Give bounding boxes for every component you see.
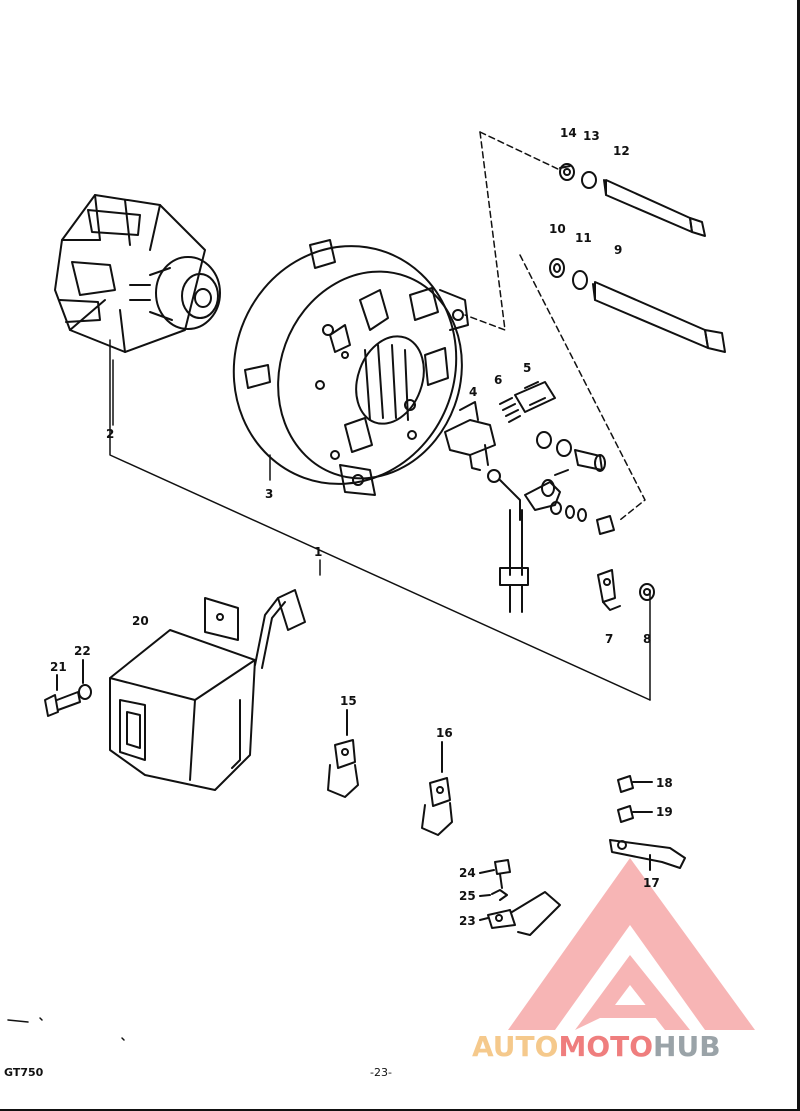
callout-6: 6 (494, 373, 503, 387)
regulator-part (109, 589, 306, 791)
callout-16: 16 (436, 726, 453, 740)
callout-5: 5 (523, 361, 532, 375)
callout-14: 14 (560, 126, 577, 140)
stator-housing-part (232, 239, 469, 496)
callout-13: 13 (583, 129, 600, 143)
callout-25: 25 (459, 889, 476, 903)
leader-lines (109, 339, 651, 701)
watermark-moto: MOTO (558, 1030, 654, 1063)
callout-24: 24 (459, 866, 476, 880)
callout-18: 18 (656, 776, 673, 790)
clamp-7-and-washer-8 (597, 569, 655, 611)
dashed-leader-lines (464, 131, 646, 521)
brush-holder-assembly (444, 381, 615, 613)
callout-12: 12 (613, 144, 630, 158)
rotor-part (54, 194, 221, 353)
callout-15: 15 (340, 694, 357, 708)
callout-17: 17 (643, 876, 660, 890)
callout-7: 7 (605, 632, 614, 646)
callout-20: 20 (132, 614, 149, 628)
watermark-logo-triangle (508, 858, 755, 1030)
model-label: GT750 (4, 1066, 44, 1079)
watermark-hub: HUB (653, 1030, 721, 1063)
watermark-auto: AUTO (472, 1030, 559, 1063)
callout-8: 8 (643, 632, 652, 646)
callout-1: 1 (314, 545, 323, 559)
callout-19: 19 (656, 805, 673, 819)
callout-11: 11 (575, 231, 592, 245)
callout-23: 23 (459, 914, 476, 928)
scan-specks (7, 1017, 125, 1041)
watermark-text: AUTOMOTOHUB (472, 1030, 721, 1063)
bolts-and-washers (549, 163, 726, 353)
screw-clip-clamp-23 (479, 859, 561, 936)
bolt-21-washer-22 (44, 659, 92, 717)
clamps-15-16 (327, 709, 453, 836)
callout-21: 21 (50, 660, 67, 674)
callout-4: 4 (469, 385, 478, 399)
callout-3: 3 (265, 487, 274, 501)
page-number: -23- (370, 1066, 392, 1079)
callout-22: 22 (74, 644, 91, 658)
screws-and-clamp-17 (609, 775, 686, 871)
callout-10: 10 (549, 222, 566, 236)
callout-2: 2 (106, 427, 115, 441)
callout-9: 9 (614, 243, 623, 257)
